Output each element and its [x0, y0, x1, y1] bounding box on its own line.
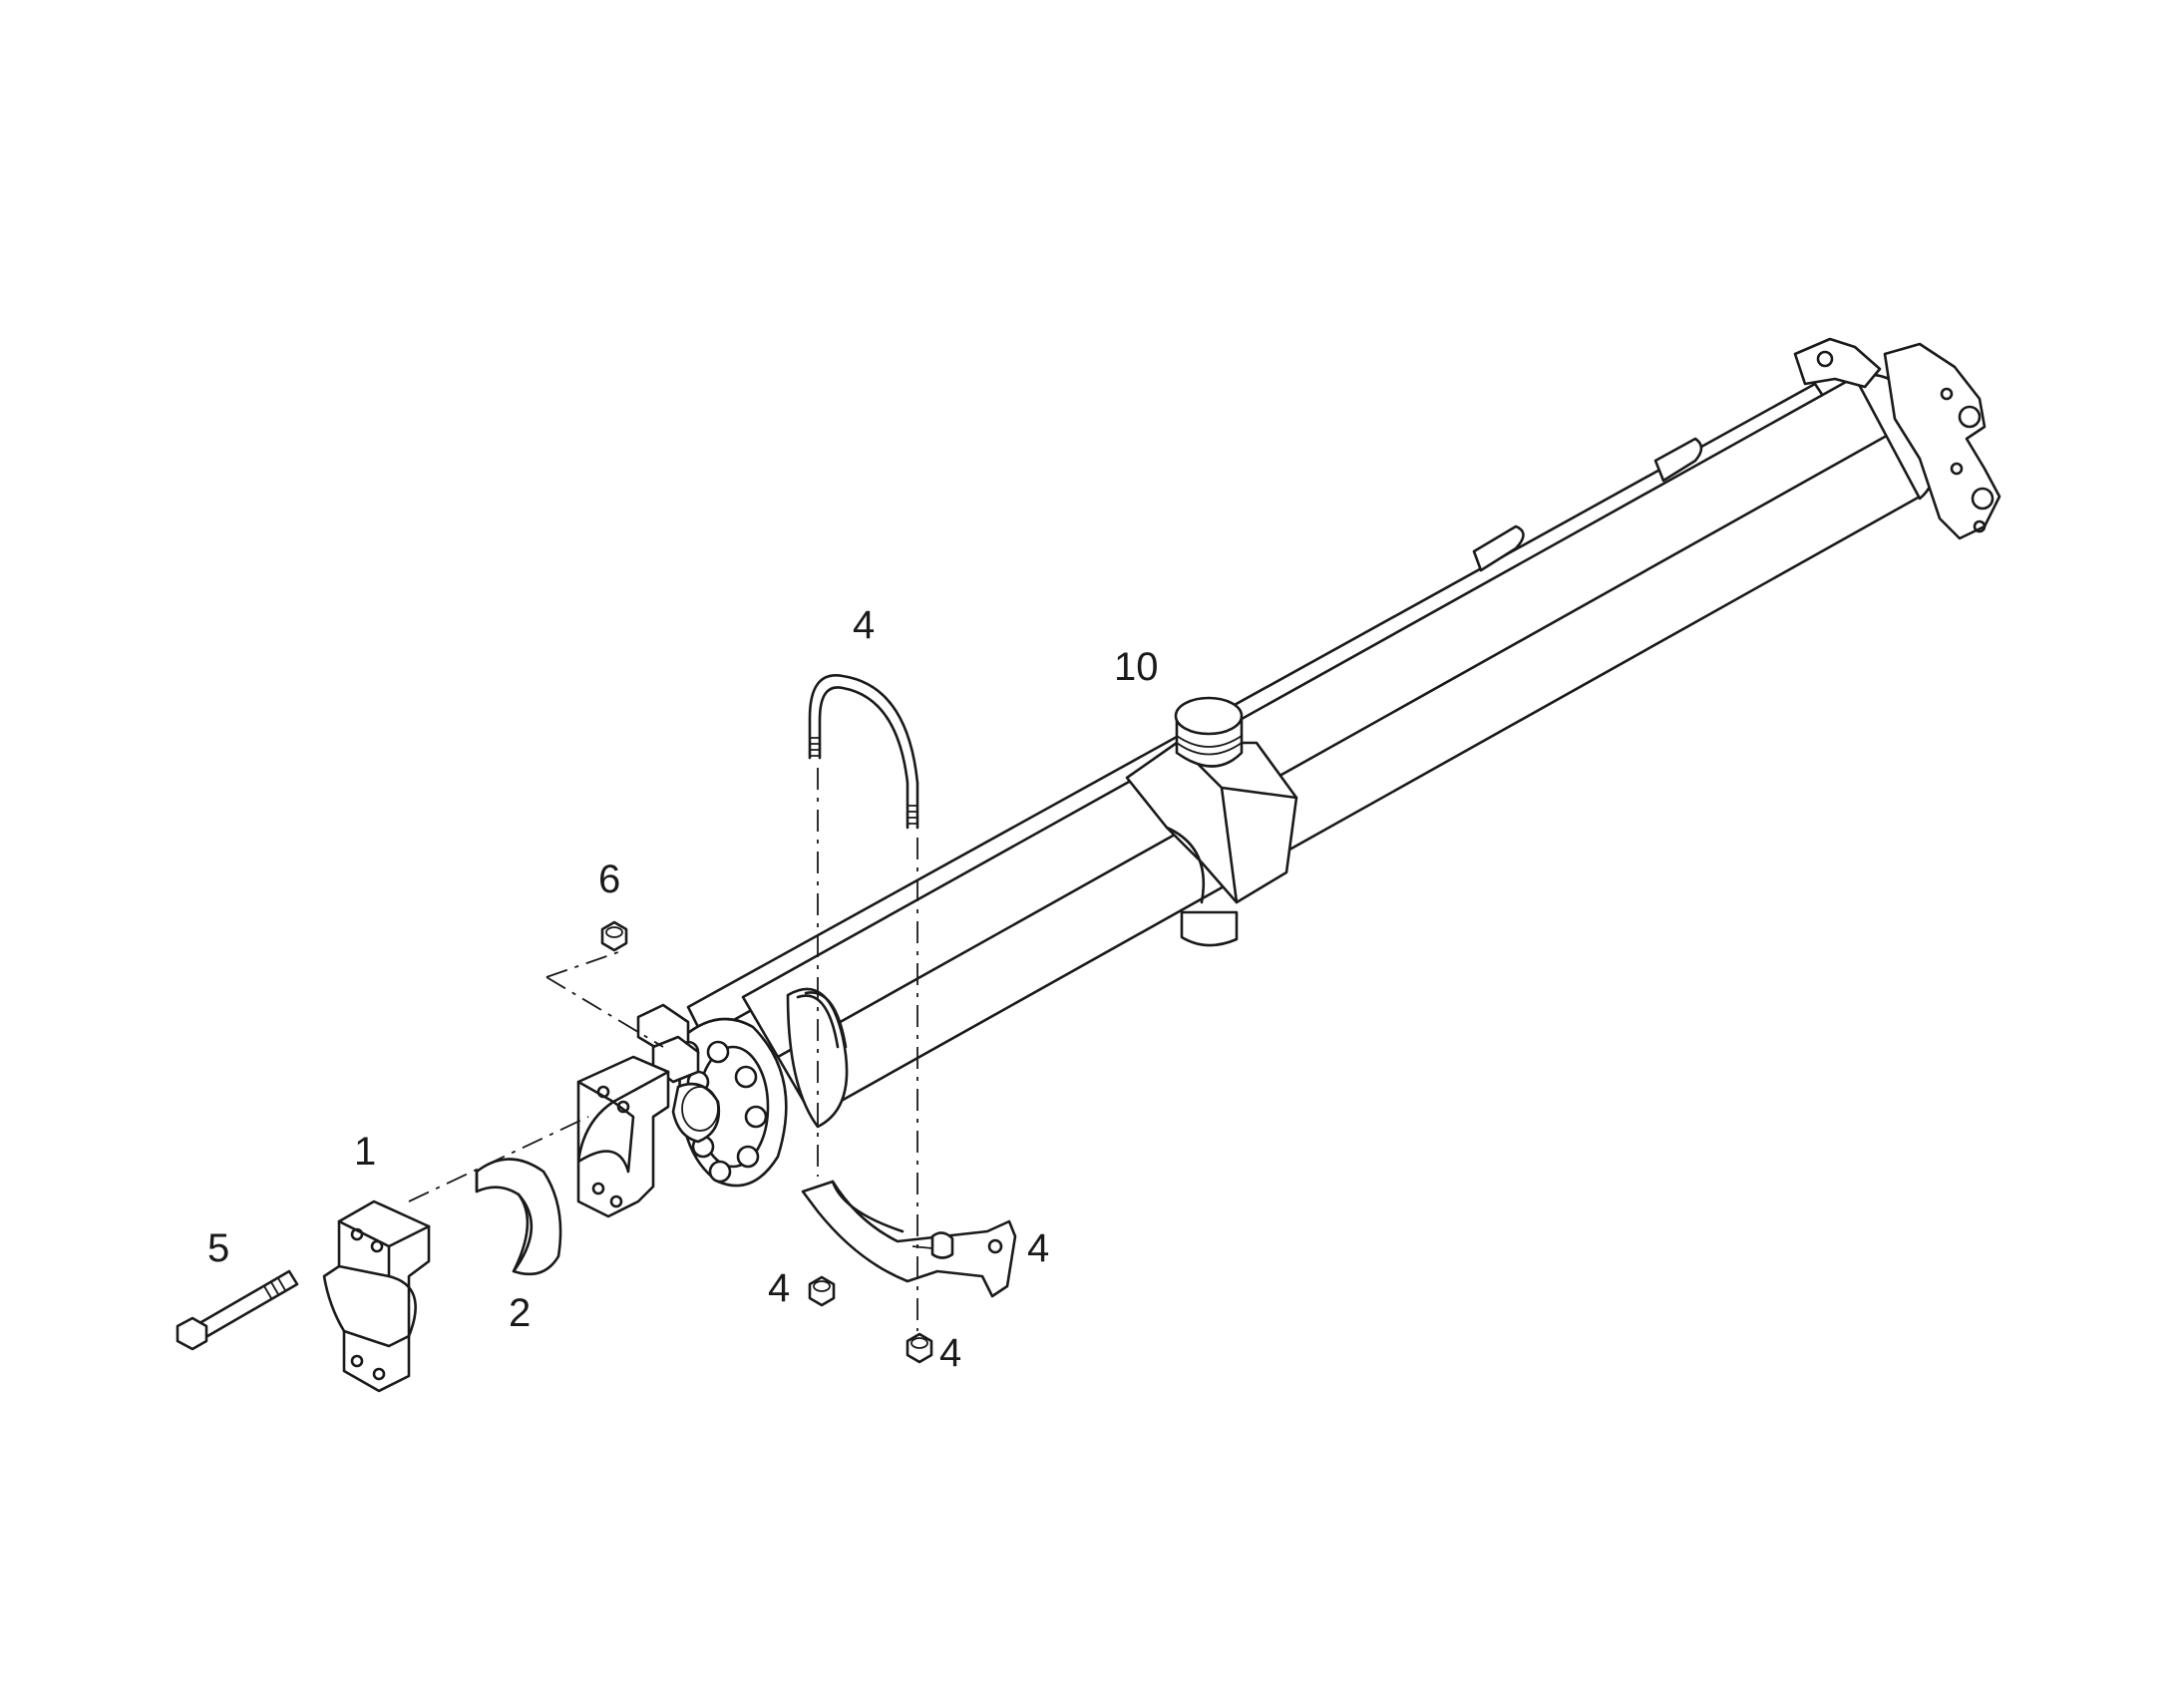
nut-4-right [906, 1332, 933, 1364]
callout-4-ubolt: 4 [853, 603, 875, 647]
callout-6: 6 [598, 857, 620, 901]
callouts: 1 2 4 4 4 4 5 6 10 [207, 603, 1159, 1375]
bearing-shell [475, 1158, 562, 1276]
hex-bolt [176, 1269, 299, 1351]
rear-mounting-flange [1793, 337, 2001, 540]
clamp-half-rear [576, 1055, 670, 1218]
assembly-lines [408, 768, 918, 1331]
u-bolt [808, 674, 919, 830]
nut-6 [600, 920, 628, 952]
cylinder-head [636, 1003, 788, 1188]
saddle-bracket [801, 1180, 1017, 1298]
hydraulic-cylinder [741, 369, 1937, 1129]
callout-4-nut-left: 4 [768, 1266, 790, 1310]
nut-4-left [808, 1275, 836, 1307]
callout-1: 1 [354, 1130, 376, 1174]
callout-4-nut-right: 4 [939, 1331, 961, 1375]
callout-4-bracket: 4 [1027, 1226, 1049, 1270]
callout-5: 5 [207, 1226, 229, 1270]
trunnion-block [1125, 696, 1298, 947]
clamp-half-front [322, 1199, 431, 1393]
callout-10: 10 [1114, 645, 1159, 689]
callout-2: 2 [509, 1291, 531, 1335]
